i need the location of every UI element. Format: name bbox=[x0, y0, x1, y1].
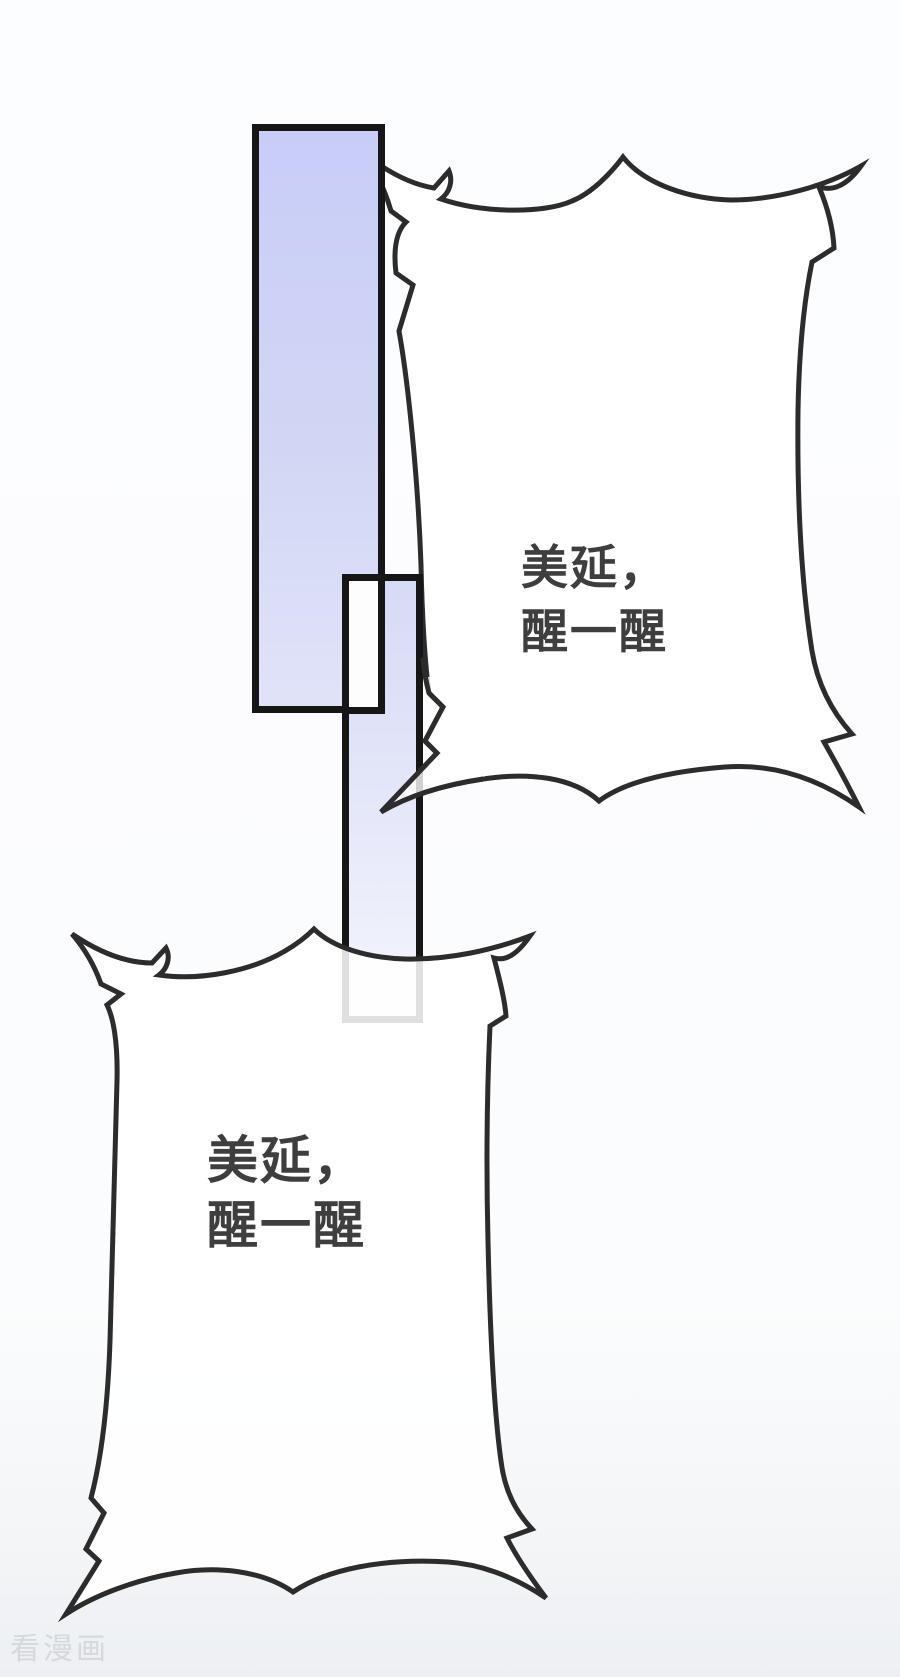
flourish-stroke bbox=[379, 657, 486, 815]
flourish-fill bbox=[381, 660, 520, 812]
bottom-bubble-text-line2: 醒一醒 bbox=[207, 1197, 367, 1254]
top-bubble-text-line1: 美延， bbox=[521, 541, 668, 594]
bottom-speech-bubble-shape bbox=[57, 925, 549, 1623]
top-bubble-text-line2: 醒一醒 bbox=[521, 605, 668, 658]
bottom-bubble-text: 美延， 醒一醒 bbox=[207, 1128, 366, 1258]
panel-white-rect bbox=[342, 574, 385, 714]
bottom-bubble-text-line1: 美延， bbox=[207, 1132, 367, 1189]
top-bubble-text: 美延， 醒一醒 bbox=[521, 536, 668, 664]
watermark-text: 看漫画 bbox=[10, 1633, 109, 1666]
